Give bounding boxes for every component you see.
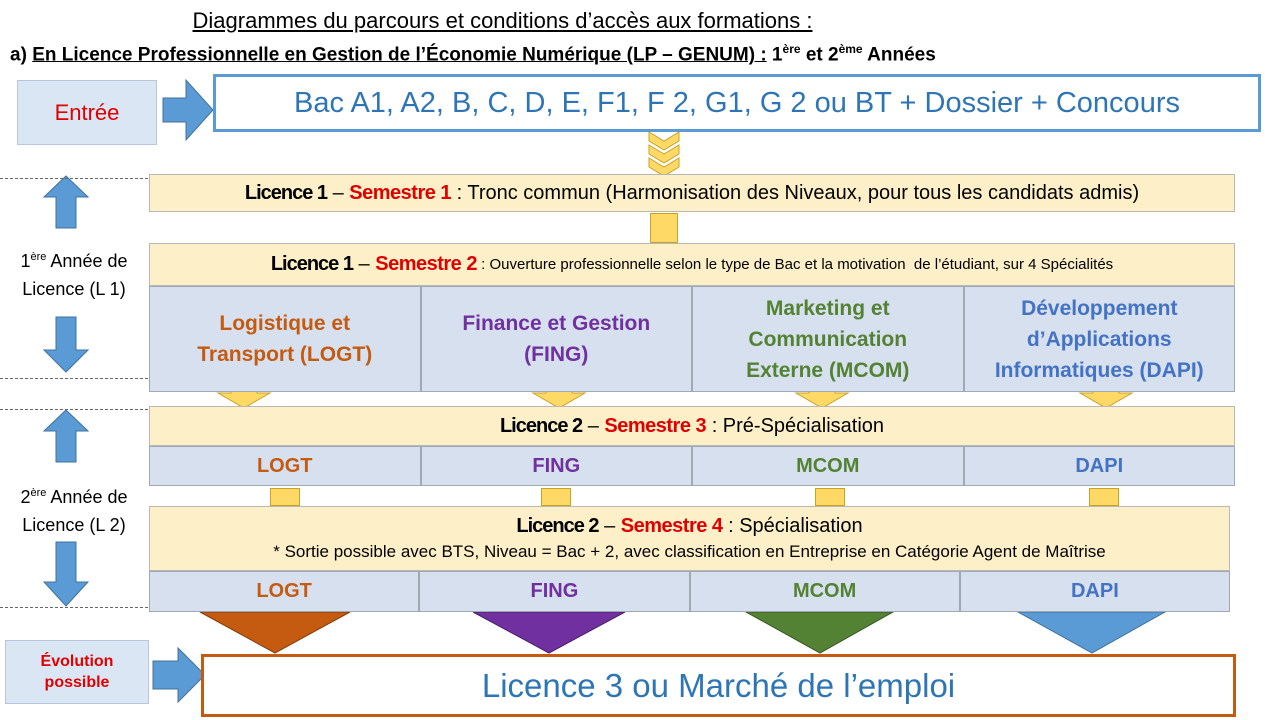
year2-rest: Année de — [46, 487, 128, 507]
connector-fing — [541, 488, 571, 506]
code-dapi-s3: DAPI — [963, 446, 1235, 486]
entree-arrow — [162, 78, 214, 142]
semestre1-label: Semestre 1 — [349, 181, 452, 204]
specialities-row: Logistique et Transport (LOGT) Finance et… — [149, 286, 1235, 392]
evolution-arrow — [152, 646, 206, 704]
year2-line1: 2ère Année de — [0, 479, 148, 511]
connector-s1-s2 — [650, 213, 678, 243]
semestre3-text: : Pré-Spécialisation — [706, 414, 885, 437]
semestre3-codes-row: LOGT FING MCOM DAPI — [149, 446, 1235, 486]
chevron-down-icon-3 — [648, 157, 680, 177]
speciality-line: (FING) — [524, 343, 589, 366]
subtitle-years-first: 1 — [766, 44, 783, 66]
evolution-label: Évolution possible — [5, 640, 149, 704]
semestre4-text: : Spécialisation — [722, 514, 863, 537]
year2-sup: ère — [30, 487, 47, 499]
semestre2-sep: – — [352, 253, 376, 275]
separator-l2-bottom — [0, 607, 148, 608]
year1-rest: Année de — [46, 251, 128, 271]
semestre3-licence: Licence 2 — [499, 414, 583, 437]
subtitle-years-mid: et 2 — [800, 44, 839, 66]
semestre1-licence: Licence 1 — [244, 181, 328, 204]
exit-box: Licence 3 ou Marché de l’emploi — [201, 654, 1236, 717]
year1-label: 1ère Année de Licence (L 1) — [0, 243, 148, 303]
speciality-line: Logistique et — [219, 312, 351, 335]
year1-sup: ère — [30, 251, 47, 263]
code-mcom-s3: MCOM — [692, 446, 964, 486]
arrow-up-icon-l2 — [42, 409, 90, 463]
entree-label: Entrée — [17, 80, 157, 145]
subtitle-sup1: ère — [782, 42, 801, 56]
semestre1-sep: – — [327, 181, 350, 204]
semestre4-note: * Sortie possible avec BTS, Niveau = Bac… — [273, 541, 1106, 561]
page-title: Diagrammes du parcours et conditions d’a… — [192, 8, 813, 33]
year1-line1: 1ère Année de — [0, 243, 148, 275]
funnel-logt — [199, 611, 351, 654]
year2-num: 2 — [20, 487, 31, 507]
funnel-fing — [472, 611, 626, 654]
chevron-down-icon-1 — [648, 131, 680, 151]
subtitle-sup2: ème — [838, 42, 863, 56]
speciality-line: d’Applications — [1026, 327, 1172, 351]
semestre1-text: : Tronc commun (Harmonisation des Niveau… — [451, 181, 1140, 204]
semestre4-label: Semestre 4 — [620, 514, 723, 537]
semestre4-codes-row: LOGT FING MCOM DAPI — [149, 571, 1230, 612]
year1-line2: Licence (L 1) — [22, 279, 126, 299]
arrow-up-icon-l1 — [42, 175, 90, 229]
arrow-down-icon-l2 — [42, 541, 90, 607]
connector-mcom — [815, 488, 845, 506]
code-fing-s4: FING — [419, 571, 690, 612]
speciality-line: Communication — [748, 327, 908, 351]
semestre1-band: Licence 1 – Semestre 1 : Tronc commun (H… — [149, 174, 1235, 212]
speciality-fing: Finance et Gestion (FING) — [420, 286, 692, 392]
separator-l1-bottom — [0, 378, 148, 379]
semestre4-band: Licence 2 – Semestre 4 : Spécialisation … — [149, 506, 1230, 571]
speciality-line: Transport (LOGT) — [197, 343, 373, 366]
code-fing-s3: FING — [420, 446, 692, 486]
semestre2-label: Semestre 2 — [375, 253, 477, 275]
semestre4-sep: – — [598, 514, 621, 537]
speciality-logt: Logistique et Transport (LOGT) — [149, 286, 421, 392]
funnel-mcom — [744, 611, 895, 654]
semestre2-band: Licence 1 – Semestre 2 : Ouverture profe… — [149, 243, 1235, 286]
connector-logt — [270, 488, 300, 506]
separator-l1-top — [0, 178, 148, 179]
connector-dapi — [1089, 488, 1119, 506]
code-logt-s3: LOGT — [149, 446, 421, 486]
entry-requirements-box: Bac A1, A2, B, C, D, E, F1, F 2, G1, G 2… — [213, 74, 1261, 132]
subtitle-years-end: Années — [862, 44, 936, 66]
evolution-line2: possible — [44, 674, 110, 691]
semestre2-text: : Ouverture professionnelle selon le typ… — [476, 256, 1114, 273]
speciality-line: Marketing et — [765, 296, 890, 320]
separator-l2-top — [0, 409, 148, 410]
semestre4-licence: Licence 2 — [516, 514, 599, 537]
speciality-line: Externe (MCOM) — [746, 358, 910, 382]
year2-label: 2ère Année de Licence (L 2) — [0, 479, 148, 539]
speciality-line: Finance et Gestion — [462, 312, 651, 335]
code-logt-s4: LOGT — [149, 571, 420, 612]
semestre3-label: Semestre 3 — [604, 414, 707, 437]
subtitle-program: En Licence Professionnelle en Gestion de… — [32, 44, 767, 66]
code-dapi-s4: DAPI — [959, 571, 1230, 612]
arrow-down-icon-l1 — [42, 316, 90, 373]
subtitle-prefix: a) — [10, 44, 33, 66]
semestre4-heading: Licence 2 – Semestre 4 : Spécialisation — [516, 513, 862, 539]
speciality-line: Informatiques (DAPI) — [994, 358, 1204, 382]
year1-num: 1 — [20, 251, 31, 271]
chevron-down-icon-2 — [648, 144, 680, 164]
page-subtitle: a) En Licence Professionnelle en Gestion… — [10, 42, 936, 66]
code-mcom-s4: MCOM — [689, 571, 960, 612]
semestre3-band: Licence 2 – Semestre 3 : Pré-Spécialisat… — [149, 406, 1235, 446]
year2-line2: Licence (L 2) — [22, 515, 126, 535]
funnel-dapi — [1016, 611, 1167, 654]
semestre2-licence: Licence 1 — [270, 253, 354, 275]
semestre3-sep: – — [582, 414, 605, 437]
speciality-line: Développement — [1021, 296, 1178, 320]
evolution-line1: Évolution — [40, 653, 114, 670]
